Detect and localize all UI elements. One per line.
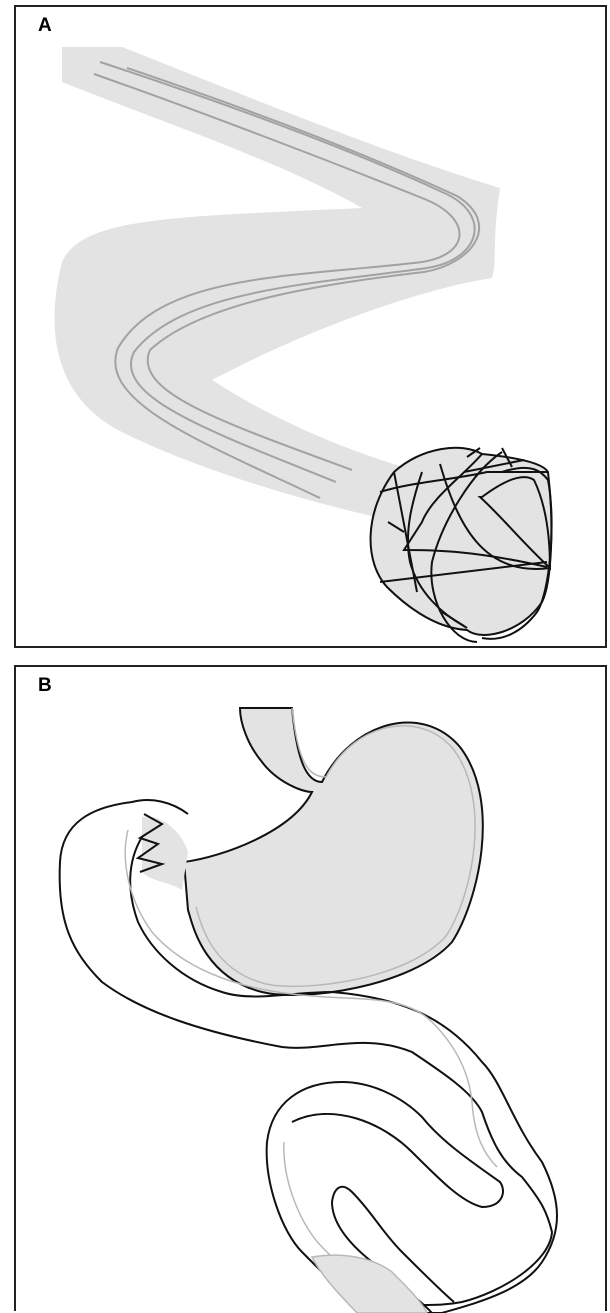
panel-b-illustration [16,667,605,1313]
panel-a-illustration [16,7,605,646]
stent-mesh [371,448,552,642]
stomach [184,708,483,995]
panel-a: A [14,5,607,648]
distal-bowel-contents [312,1255,427,1313]
panel-a-label: A [38,15,52,37]
panel-b-label: B [38,675,52,697]
pyloric-gray [142,817,188,890]
panel-b: B [14,665,607,1311]
